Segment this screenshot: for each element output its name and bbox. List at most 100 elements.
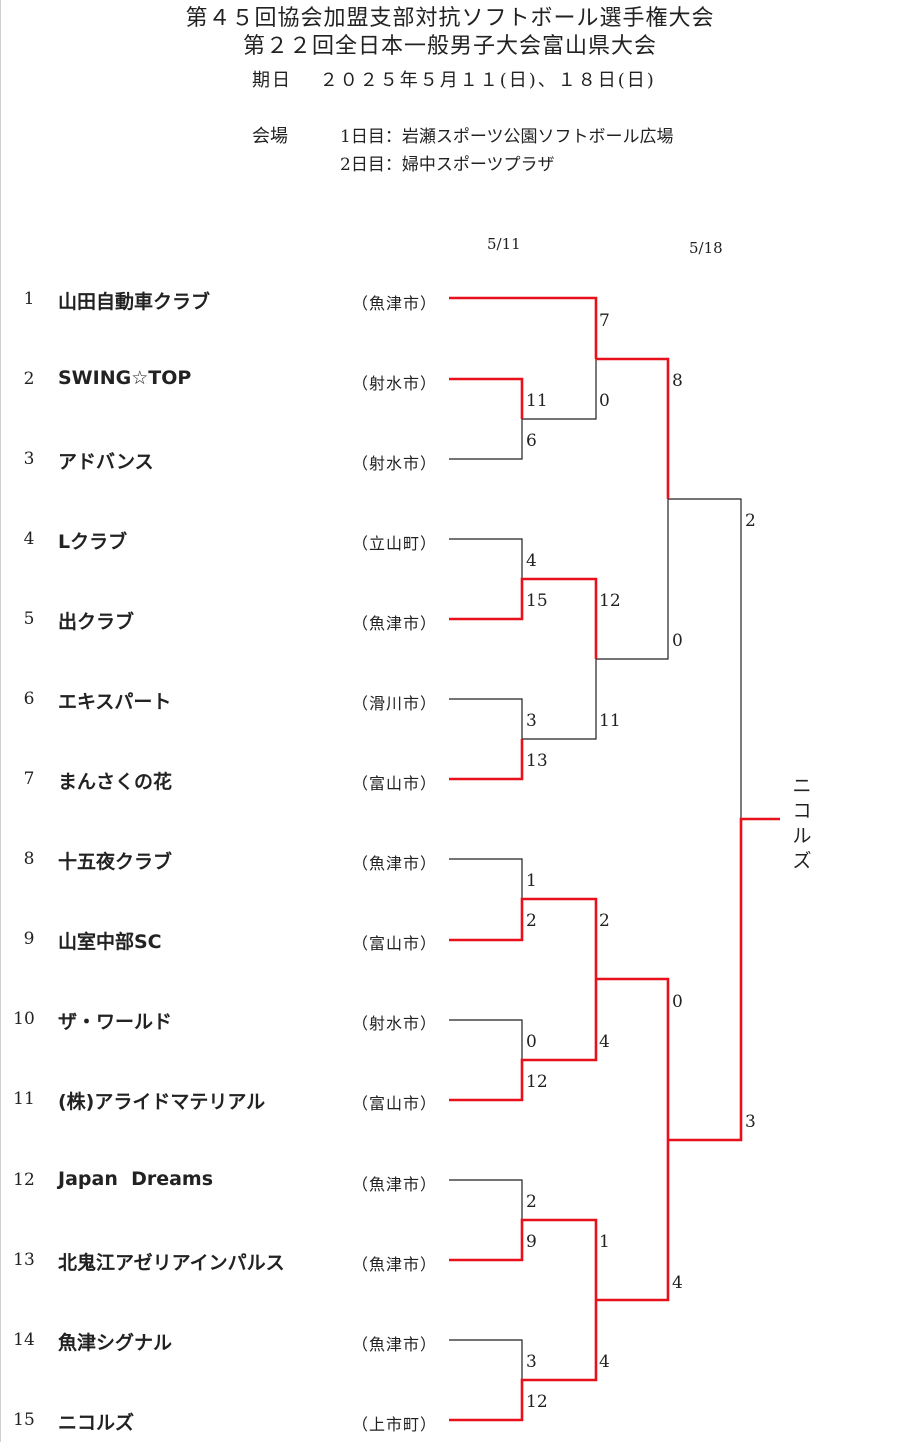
team-name: 十五夜クラブ <box>58 851 173 873</box>
score: 13 <box>526 751 548 771</box>
loser-line <box>522 659 597 740</box>
score: 0 <box>672 992 683 1012</box>
team-name: 魚津シグナル <box>58 1332 173 1354</box>
team-number: 1 <box>23 289 35 309</box>
team-name: エキスパート <box>58 691 172 713</box>
winner-line <box>449 897 598 979</box>
team-city: （魚津市） <box>352 854 438 873</box>
team-city: （魚津市） <box>352 614 438 633</box>
champion-name: ニコルズ <box>792 775 812 872</box>
loser-line <box>449 419 523 460</box>
team-number: 11 <box>13 1089 35 1109</box>
venue-label: 会場 <box>252 126 288 147</box>
winner-line <box>596 1140 670 1302</box>
score: 6 <box>526 431 537 451</box>
team-number: 15 <box>13 1410 35 1430</box>
score: 12 <box>526 1392 548 1412</box>
winner-line <box>596 977 670 1140</box>
tournament-title: 第４５回協会加盟支部対抗ソフトボール選手権大会 <box>185 6 715 31</box>
winner-line <box>449 979 598 1102</box>
team-name: 出クラブ <box>58 611 135 633</box>
team-city: （射水市） <box>352 454 438 473</box>
team-name: 山田自動車クラブ <box>58 291 211 313</box>
score: 2 <box>745 511 756 531</box>
score: 2 <box>526 911 537 931</box>
team-number: 2 <box>23 369 35 389</box>
team-number: 10 <box>13 1009 35 1029</box>
team-city: （魚津市） <box>352 1175 438 1194</box>
team-number: 12 <box>13 1170 35 1190</box>
score: 0 <box>526 1032 537 1052</box>
team-name: (株)アライドマテリアル <box>58 1091 266 1113</box>
score: 0 <box>672 631 683 651</box>
score: 0 <box>599 391 610 411</box>
loser-line <box>449 1019 523 1060</box>
score: 4 <box>672 1273 683 1293</box>
score: 4 <box>599 1352 610 1372</box>
round-date-day1: 5/11 <box>487 235 521 253</box>
team-name: まんさくの花 <box>58 771 173 793</box>
team-name: Lクラブ <box>58 531 128 553</box>
score: 4 <box>526 551 537 571</box>
team-number: 7 <box>23 769 35 789</box>
score: 1 <box>526 871 537 891</box>
team-name: 山室中部SC <box>58 931 162 953</box>
venue-day2: 2日目：婦中スポーツプラザ <box>340 155 555 175</box>
team-number: 4 <box>23 529 35 549</box>
winner-line <box>449 377 524 419</box>
winner-line <box>449 296 598 359</box>
score: 7 <box>599 311 610 331</box>
score: 4 <box>599 1032 610 1052</box>
loser-line <box>449 1339 523 1380</box>
score: 11 <box>599 711 621 731</box>
score: 2 <box>526 1192 537 1212</box>
team-city: （富山市） <box>352 774 438 793</box>
team-name: アドバンス <box>58 451 154 473</box>
score: 2 <box>599 911 610 931</box>
team-number: 3 <box>23 449 35 469</box>
score: 3 <box>526 1352 537 1372</box>
team-city: （滑川市） <box>352 694 438 713</box>
score: 9 <box>526 1232 537 1252</box>
team-city: （立山町） <box>352 534 438 553</box>
score: 12 <box>599 591 621 611</box>
score: 11 <box>526 391 548 411</box>
loser-line <box>596 499 669 660</box>
page-border <box>0 0 1 1442</box>
score: 3 <box>745 1112 756 1132</box>
team-number: 5 <box>23 609 35 629</box>
team-number: 8 <box>23 849 35 869</box>
team-city: （富山市） <box>352 934 438 953</box>
winner-line <box>449 739 524 781</box>
team-name: ザ・ワールド <box>58 1011 173 1033</box>
team-name: Japan Dreams <box>58 1168 214 1190</box>
loser-line <box>449 698 523 739</box>
loser-line <box>449 858 523 899</box>
team-city: （富山市） <box>352 1094 438 1113</box>
team-number: 13 <box>13 1250 35 1270</box>
score: 15 <box>526 591 548 611</box>
team-city: （魚津市） <box>352 1335 438 1354</box>
team-city: （上市町） <box>352 1415 438 1434</box>
loser-line <box>522 359 597 420</box>
team-number: 14 <box>13 1330 35 1350</box>
team-city: （射水市） <box>352 1014 438 1033</box>
loser-line <box>449 1179 523 1220</box>
venue-day1: 1日目：岩瀬スポーツ公園ソフトボール広場 <box>340 127 674 147</box>
team-number: 9 <box>23 929 35 949</box>
winner-line <box>596 357 670 499</box>
team-number: 6 <box>23 689 35 709</box>
loser-line <box>668 498 742 819</box>
score: 8 <box>672 371 683 391</box>
team-city: （射水市） <box>352 374 438 393</box>
round-date-day2: 5/18 <box>689 239 723 257</box>
tournament-dates: 期日 ２０２５年５月１１(日)、１８日(日) <box>252 70 656 91</box>
team-city: （魚津市） <box>352 294 438 313</box>
winner-line <box>449 1300 598 1422</box>
team-name: 北鬼江アゼリアインパルス <box>58 1252 285 1274</box>
winner-line <box>668 817 780 1142</box>
team-name: SWING☆TOP <box>58 367 192 389</box>
winner-line <box>449 577 598 659</box>
tournament-subtitle: 第２２回全日本一般男子大会富山県大会 <box>242 34 657 59</box>
